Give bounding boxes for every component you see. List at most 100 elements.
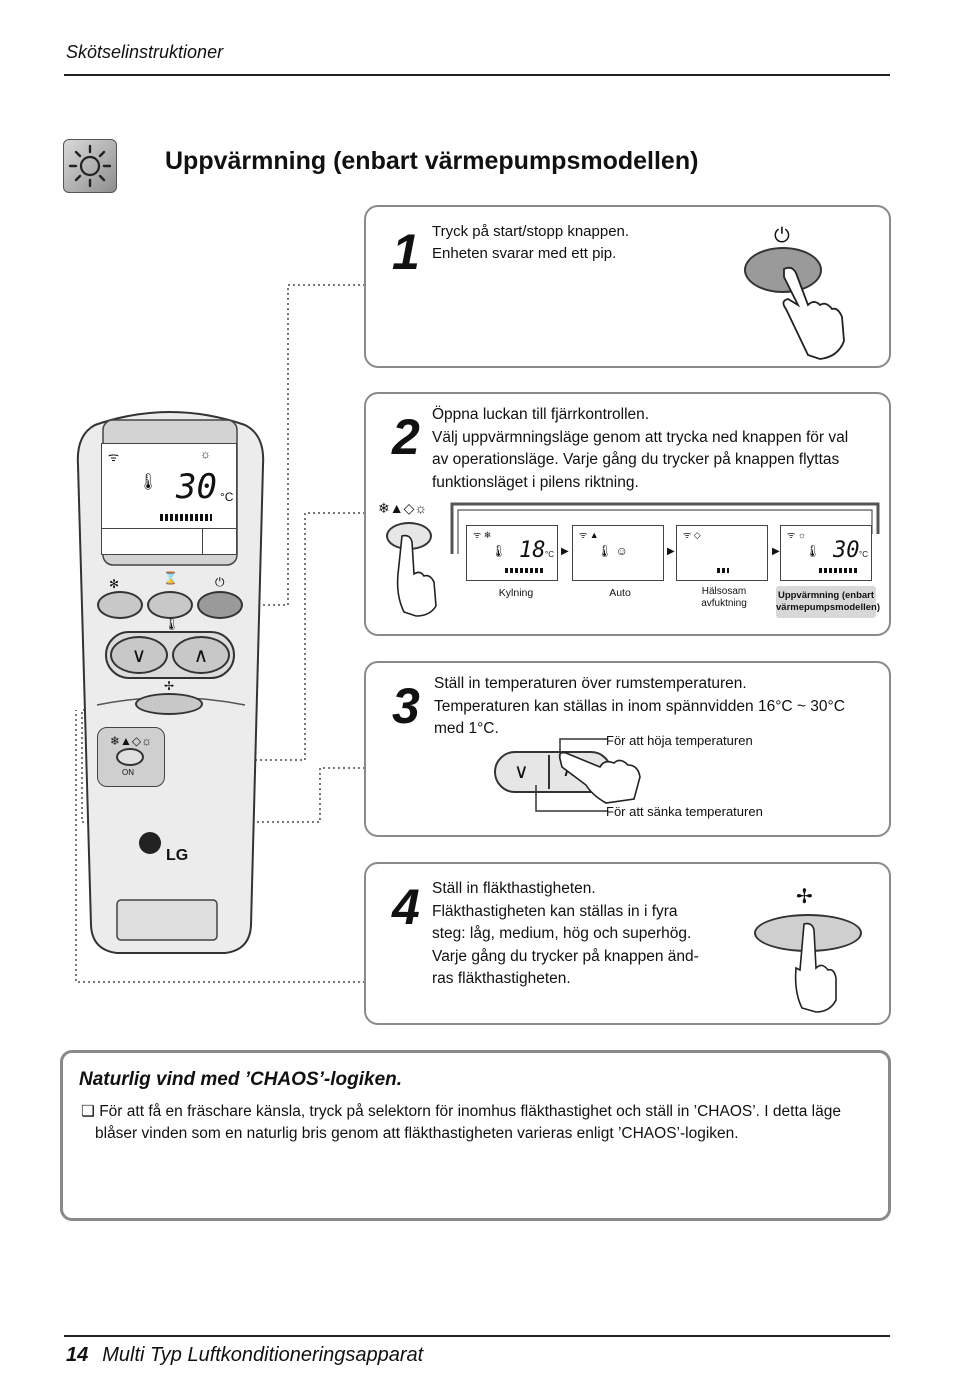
mode-lcd-kylning: ᯤ ❄ 🌡 18 °C xyxy=(466,525,558,581)
remote-lcd: ᯤ ☼ 🌡 30 °C xyxy=(101,443,237,555)
mode-lcd-heating: ᯤ ☼ 🌡 30 °C xyxy=(780,525,872,581)
snowflake-icon: ᯤ ❄ xyxy=(473,530,492,540)
mode-label: Auto xyxy=(609,587,631,599)
step-line: Ställ in temperaturen över rumstemperatu… xyxy=(434,675,747,692)
on-label: ON xyxy=(122,768,134,777)
fan-level-bars xyxy=(505,568,545,573)
lower-temp-label: För att sänka temperaturen xyxy=(606,804,763,819)
mode-label-line: värmepumpsmodellen) xyxy=(776,602,880,613)
mode-lcd-dehumidify: ᯤ ◇ xyxy=(676,525,768,581)
temp-button-pair: ∨ ∧ xyxy=(105,631,235,679)
arrow-right-icon: ▶ xyxy=(667,546,675,557)
step-text: Ställ in fläkthastigheten. Fläkthastighe… xyxy=(432,878,699,991)
power-icon: ⏻ xyxy=(215,575,225,589)
checkbox-bullet-icon: ❏ xyxy=(81,1103,95,1120)
step-line: Öppna luckan till fjärrkontrollen. xyxy=(432,406,650,423)
fan-speed-button[interactable] xyxy=(135,693,203,715)
power-button xyxy=(744,247,822,293)
mode-icons: ❄▲◇☼ xyxy=(110,734,153,748)
footer-text: Multi Typ Luftkonditioneringsapparat xyxy=(102,1344,424,1366)
thermometer-icon: 🌡 xyxy=(138,474,159,491)
power-button[interactable] xyxy=(197,591,243,619)
pressing-hand-icon xyxy=(782,266,845,360)
chaos-icon: ✻ xyxy=(109,577,120,591)
tip-box: Naturlig vind med ’CHAOS’-logiken. ❏ För… xyxy=(60,1050,891,1221)
footer-rule xyxy=(64,1335,890,1337)
fan-icon: ✢ xyxy=(164,679,175,693)
mode-temperature: 30 xyxy=(833,538,860,563)
step-text: Ställ in temperaturen över rumstemperatu… xyxy=(434,673,845,741)
thermometer-icon: 🌡 xyxy=(164,617,180,631)
fan-level-bars xyxy=(819,568,859,573)
mode-lcd-auto: ᯤ ▲ 🌡 ☺ xyxy=(572,525,664,581)
fan-level-bars xyxy=(160,514,212,521)
step-line: Välj uppvärmningsläge genom att trycka n… xyxy=(432,428,849,446)
step-line: av operationsläge. Varje gång du trycker… xyxy=(432,451,840,468)
heat-mode-icon: ᯤ ☼ xyxy=(787,530,806,540)
temp-down-button: ∨ xyxy=(514,761,529,783)
thermometer-icon: 🌡 ☺ xyxy=(597,544,628,558)
step-line: Ställ in fläkthastigheten. xyxy=(432,880,596,897)
sun-icon xyxy=(63,139,117,193)
step-line: steg: låg, medium, hög och superhög. xyxy=(432,925,692,942)
power-icon: ⏻ xyxy=(774,225,790,247)
page-number: 14 xyxy=(66,1344,89,1366)
lcd-divider xyxy=(102,528,236,529)
step-3-box: 3 Ställ in temperaturen över rumstempera… xyxy=(364,661,891,837)
step-line: Tryck på start/stopp knappen. xyxy=(432,223,630,240)
page-footer: 14 Multi Typ Luftkonditioneringsapparat xyxy=(66,1344,423,1367)
brand-logo: LG xyxy=(166,847,189,864)
remote-control: ᯤ ☼ 🌡 30 °C ✻ ⌛ ⏻ 🌡 ∨ ∧ ✢ ❄▲◇☼ ON LG xyxy=(75,405,265,960)
step-number: 4 xyxy=(392,879,420,935)
temp-down-button[interactable]: ∨ xyxy=(110,636,168,674)
mode-unit: °C xyxy=(859,550,868,559)
raise-temp-label: För att höja temperaturen xyxy=(606,733,753,748)
mode-label-line: avfuktning xyxy=(701,598,747,609)
temp-up-button[interactable]: ∧ xyxy=(172,636,230,674)
header-rule xyxy=(64,74,890,76)
step-4-box: 4 Ställ in fläkthastigheten. Fläkthastig… xyxy=(364,862,891,1025)
step-line: Varje gång du trycker på knappen änd- xyxy=(432,947,699,965)
step-text: Tryck på start/stopp knappen. Enheten sv… xyxy=(432,221,629,265)
tip-title: Naturlig vind med ’CHAOS’-logiken. xyxy=(79,1069,403,1090)
mode-label-highlighted: Uppvärmning (enbart värmepumpsmodellen) xyxy=(776,586,880,618)
fan-level-bars xyxy=(717,568,729,573)
step-line: Temperaturen kan ställas in inom spännvi… xyxy=(434,697,845,715)
mode-icons: ❄▲◇☼ xyxy=(378,500,428,516)
timer-button[interactable] xyxy=(147,591,193,619)
thermometer-icon: 🌡 xyxy=(491,544,507,558)
lcd-divider xyxy=(202,528,203,554)
arrow-right-icon: ▶ xyxy=(772,546,780,557)
pressing-hand-icon xyxy=(396,534,437,617)
step-line: med 1°C. xyxy=(434,720,499,737)
chaos-button[interactable] xyxy=(97,591,143,619)
button-divider xyxy=(548,755,550,789)
step-2-box: 2 Öppna luckan till fjärrkontrollen. Väl… xyxy=(364,392,891,636)
step-line: funktionsläget i pilens riktning. xyxy=(432,473,639,491)
mode-label: Hälsosam avfuktning xyxy=(680,586,768,610)
mode-label: Kylning xyxy=(498,587,534,599)
signal-icon: ᯤ xyxy=(108,450,119,464)
tip-text: ❏ För att få en fräschare känsla, tryck … xyxy=(81,1101,881,1145)
step-text: Öppna luckan till fjärrkontrollen. Välj … xyxy=(432,404,848,494)
step-number: 1 xyxy=(392,224,420,280)
pressing-hand-icon xyxy=(558,751,641,804)
arrow-right-icon: ▶ xyxy=(561,546,569,557)
remote-temperature: 30 xyxy=(176,467,217,507)
step-number: 2 xyxy=(392,409,420,465)
step-line: Fläkthastigheten kan ställas in i fyra xyxy=(432,902,678,920)
thermometer-icon: 🌡 xyxy=(805,544,821,558)
step-line: Enheten svarar med ett pip. xyxy=(432,245,617,262)
callout-lines xyxy=(535,738,608,812)
step-1-box: 1 Tryck på start/stopp knappen. Enheten … xyxy=(364,205,891,368)
mode-panel: ❄▲◇☼ ON xyxy=(97,727,165,787)
pressing-hand-icon xyxy=(794,922,837,1013)
mode-button[interactable] xyxy=(116,748,144,766)
remote-unit: °C xyxy=(220,490,234,504)
tip-line: blåser vinden som en naturlig bris genom… xyxy=(95,1125,739,1142)
tip-line: För att få en fräschare känsla, tryck på… xyxy=(99,1103,841,1120)
mode-label-line: Uppvärmning (enbart xyxy=(777,590,875,601)
timer-icon: ⌛ xyxy=(163,571,178,585)
heat-mode-icon: ☼ xyxy=(200,447,211,461)
mode-unit: °C xyxy=(545,550,554,559)
